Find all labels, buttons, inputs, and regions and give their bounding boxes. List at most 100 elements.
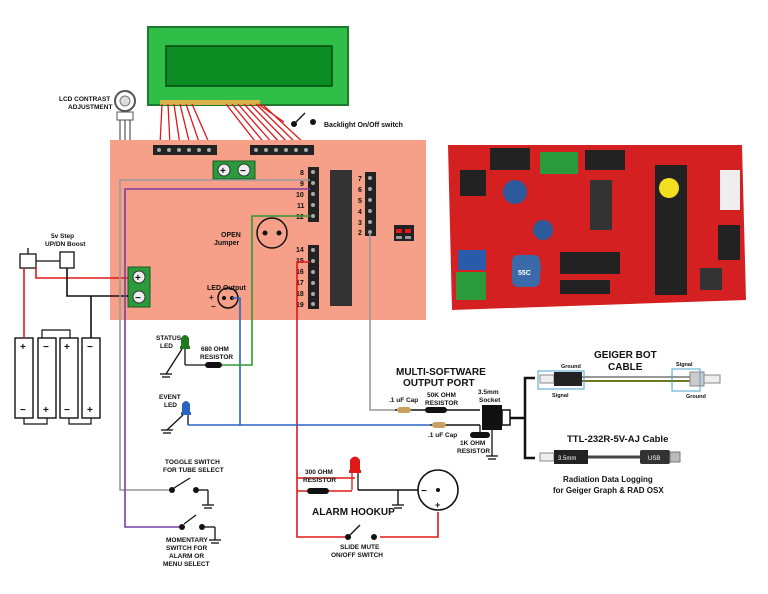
- audio-socket: [482, 405, 511, 430]
- resistor-50k-label: 50K OHM: [427, 392, 456, 399]
- ttl-cable: [539, 450, 681, 464]
- boost-label: 5v Step: [51, 233, 74, 240]
- toggle-switch-label: FOR TUBE SELECT: [163, 467, 224, 474]
- resistor-300: [297, 488, 352, 494]
- backlight-label: Backlight On/Off switch: [324, 122, 403, 129]
- momentary-switch-label: SWITCH FOR: [166, 545, 207, 552]
- cable-ground-label: Ground: [686, 394, 706, 400]
- cap-label: .1 uF Cap: [428, 432, 457, 439]
- open-jumper-label: Jumper: [214, 240, 240, 247]
- radiation-logging-label: Radiation Data Logging: [563, 475, 653, 484]
- resistor-680-label: RESISTOR: [200, 354, 233, 361]
- led-output-label: LED Output: [207, 285, 247, 292]
- ttl-plug-label: 3.5mm: [558, 456, 576, 462]
- momentary-switch-label: ALARM OR: [169, 553, 204, 560]
- lcd-contrast-potentiometer: [114, 90, 136, 145]
- resistor-680-label: 680 OHM: [201, 346, 229, 353]
- pin-number: 12: [296, 214, 304, 221]
- status-led: [160, 335, 222, 378]
- momentary-switch-label: MENU SELECT: [163, 561, 210, 568]
- buzzer-minus: −: [421, 486, 427, 497]
- slide-mute-label: ON/OFF SWITCH: [331, 552, 383, 559]
- cable-signal-label: Signal: [552, 393, 569, 399]
- status-led-label: STATUS: [156, 335, 182, 342]
- event-led-label: EVENT: [159, 394, 181, 401]
- microcontroller-chip: [330, 170, 352, 306]
- pin-number: 7: [358, 176, 362, 183]
- output-port-label: OUTPUT PORT: [403, 378, 475, 389]
- open-jumper-label: OPEN: [221, 232, 241, 239]
- pin-number: 17: [296, 280, 304, 287]
- pin-header-8-12: [308, 167, 319, 222]
- battery-sign: +: [87, 405, 93, 416]
- toggle-switch: [169, 477, 214, 509]
- cable-signal-label: Signal: [676, 362, 693, 368]
- boost-label: UP/DN Boost: [45, 241, 86, 248]
- lcd-contrast-label: ADJUSTMENT: [68, 104, 112, 111]
- led-plus: +: [209, 293, 214, 302]
- slide-mute-switch: [345, 524, 377, 540]
- radiation-logging-label: for Geiger Graph & RAD OSX: [553, 486, 664, 495]
- resistor-1k-label: RESISTOR: [457, 448, 490, 455]
- alarm-led: [349, 456, 361, 490]
- open-jumper: [256, 217, 288, 249]
- battery-sign: −: [43, 342, 49, 353]
- event-led-label: LED: [164, 402, 177, 409]
- buzzer-plus: +: [435, 500, 440, 510]
- terminal-minus: −: [240, 166, 246, 177]
- socket-label: 3.5mm: [478, 389, 499, 396]
- pin-number: 18: [296, 291, 304, 298]
- geiger-bot-cable: [537, 368, 721, 392]
- resistor-300-label: 300 OHM: [305, 469, 333, 476]
- usb-label: USB: [648, 456, 660, 462]
- battery-sign: +: [43, 405, 49, 416]
- resistor-50k-label: RESISTOR: [425, 400, 458, 407]
- resistor-300-label: RESISTOR: [303, 477, 336, 484]
- pin-number: 19: [296, 302, 304, 309]
- slide-mute-label: SLIDE MUTE: [340, 544, 380, 551]
- pin-number: 4: [358, 209, 362, 216]
- battery-sign: +: [64, 342, 70, 353]
- battery-terminal-plus: +: [135, 273, 141, 284]
- socket-label: Socket: [479, 397, 501, 404]
- geiger-bot-cable-label: CABLE: [608, 362, 643, 373]
- alarm-ground-wires: [358, 489, 439, 538]
- battery-sign: +: [20, 342, 26, 353]
- battery-sign: −: [20, 405, 26, 416]
- led-minus: −: [211, 302, 216, 311]
- cap-label: .1 uF Cap: [389, 397, 418, 404]
- pin-number: 16: [296, 269, 304, 276]
- pin-number: 9: [300, 181, 304, 188]
- lcd-display: [147, 26, 349, 106]
- boost-module: [19, 248, 75, 269]
- pcb-chip-label: 55C: [518, 270, 531, 277]
- event-led: [161, 401, 240, 434]
- backlight-switch: [257, 103, 316, 127]
- pin-number: 14: [296, 247, 304, 254]
- battery-terminal-block: [127, 266, 151, 308]
- status-led-label: LED: [160, 343, 173, 350]
- pin-number: 3: [358, 220, 362, 227]
- alarm-hookup-label: ALARM HOOKUP: [312, 507, 395, 518]
- lcd-header-pins: [153, 145, 314, 155]
- pin-number: 10: [296, 192, 304, 199]
- signal-wires: [119, 179, 430, 538]
- cable-bracket: [523, 376, 535, 460]
- resistor-1k-label: 1K OHM: [460, 440, 485, 447]
- terminal-block-top: [212, 160, 256, 180]
- battery-pack: [14, 329, 101, 425]
- lcd-contrast-label: LCD CONTRAST: [59, 96, 110, 103]
- battery-sign: −: [87, 342, 93, 353]
- pin-header-14-19: [308, 245, 319, 309]
- jumper-pins: [394, 225, 414, 241]
- pin-number: 11: [297, 203, 305, 210]
- pin-header-7-2: [365, 172, 376, 236]
- output-port-circuit: [395, 407, 498, 460]
- pcb-photo: [440, 138, 750, 320]
- output-port-label: MULTI-SOFTWARE: [396, 367, 486, 378]
- geiger-bot-cable-label: GEIGER BOT: [594, 350, 657, 361]
- terminal-plus: +: [220, 166, 226, 177]
- lcd-ribbon-wires: [159, 103, 307, 146]
- ttl-cable-label: TTL-232R-5V-AJ Cable: [567, 434, 668, 445]
